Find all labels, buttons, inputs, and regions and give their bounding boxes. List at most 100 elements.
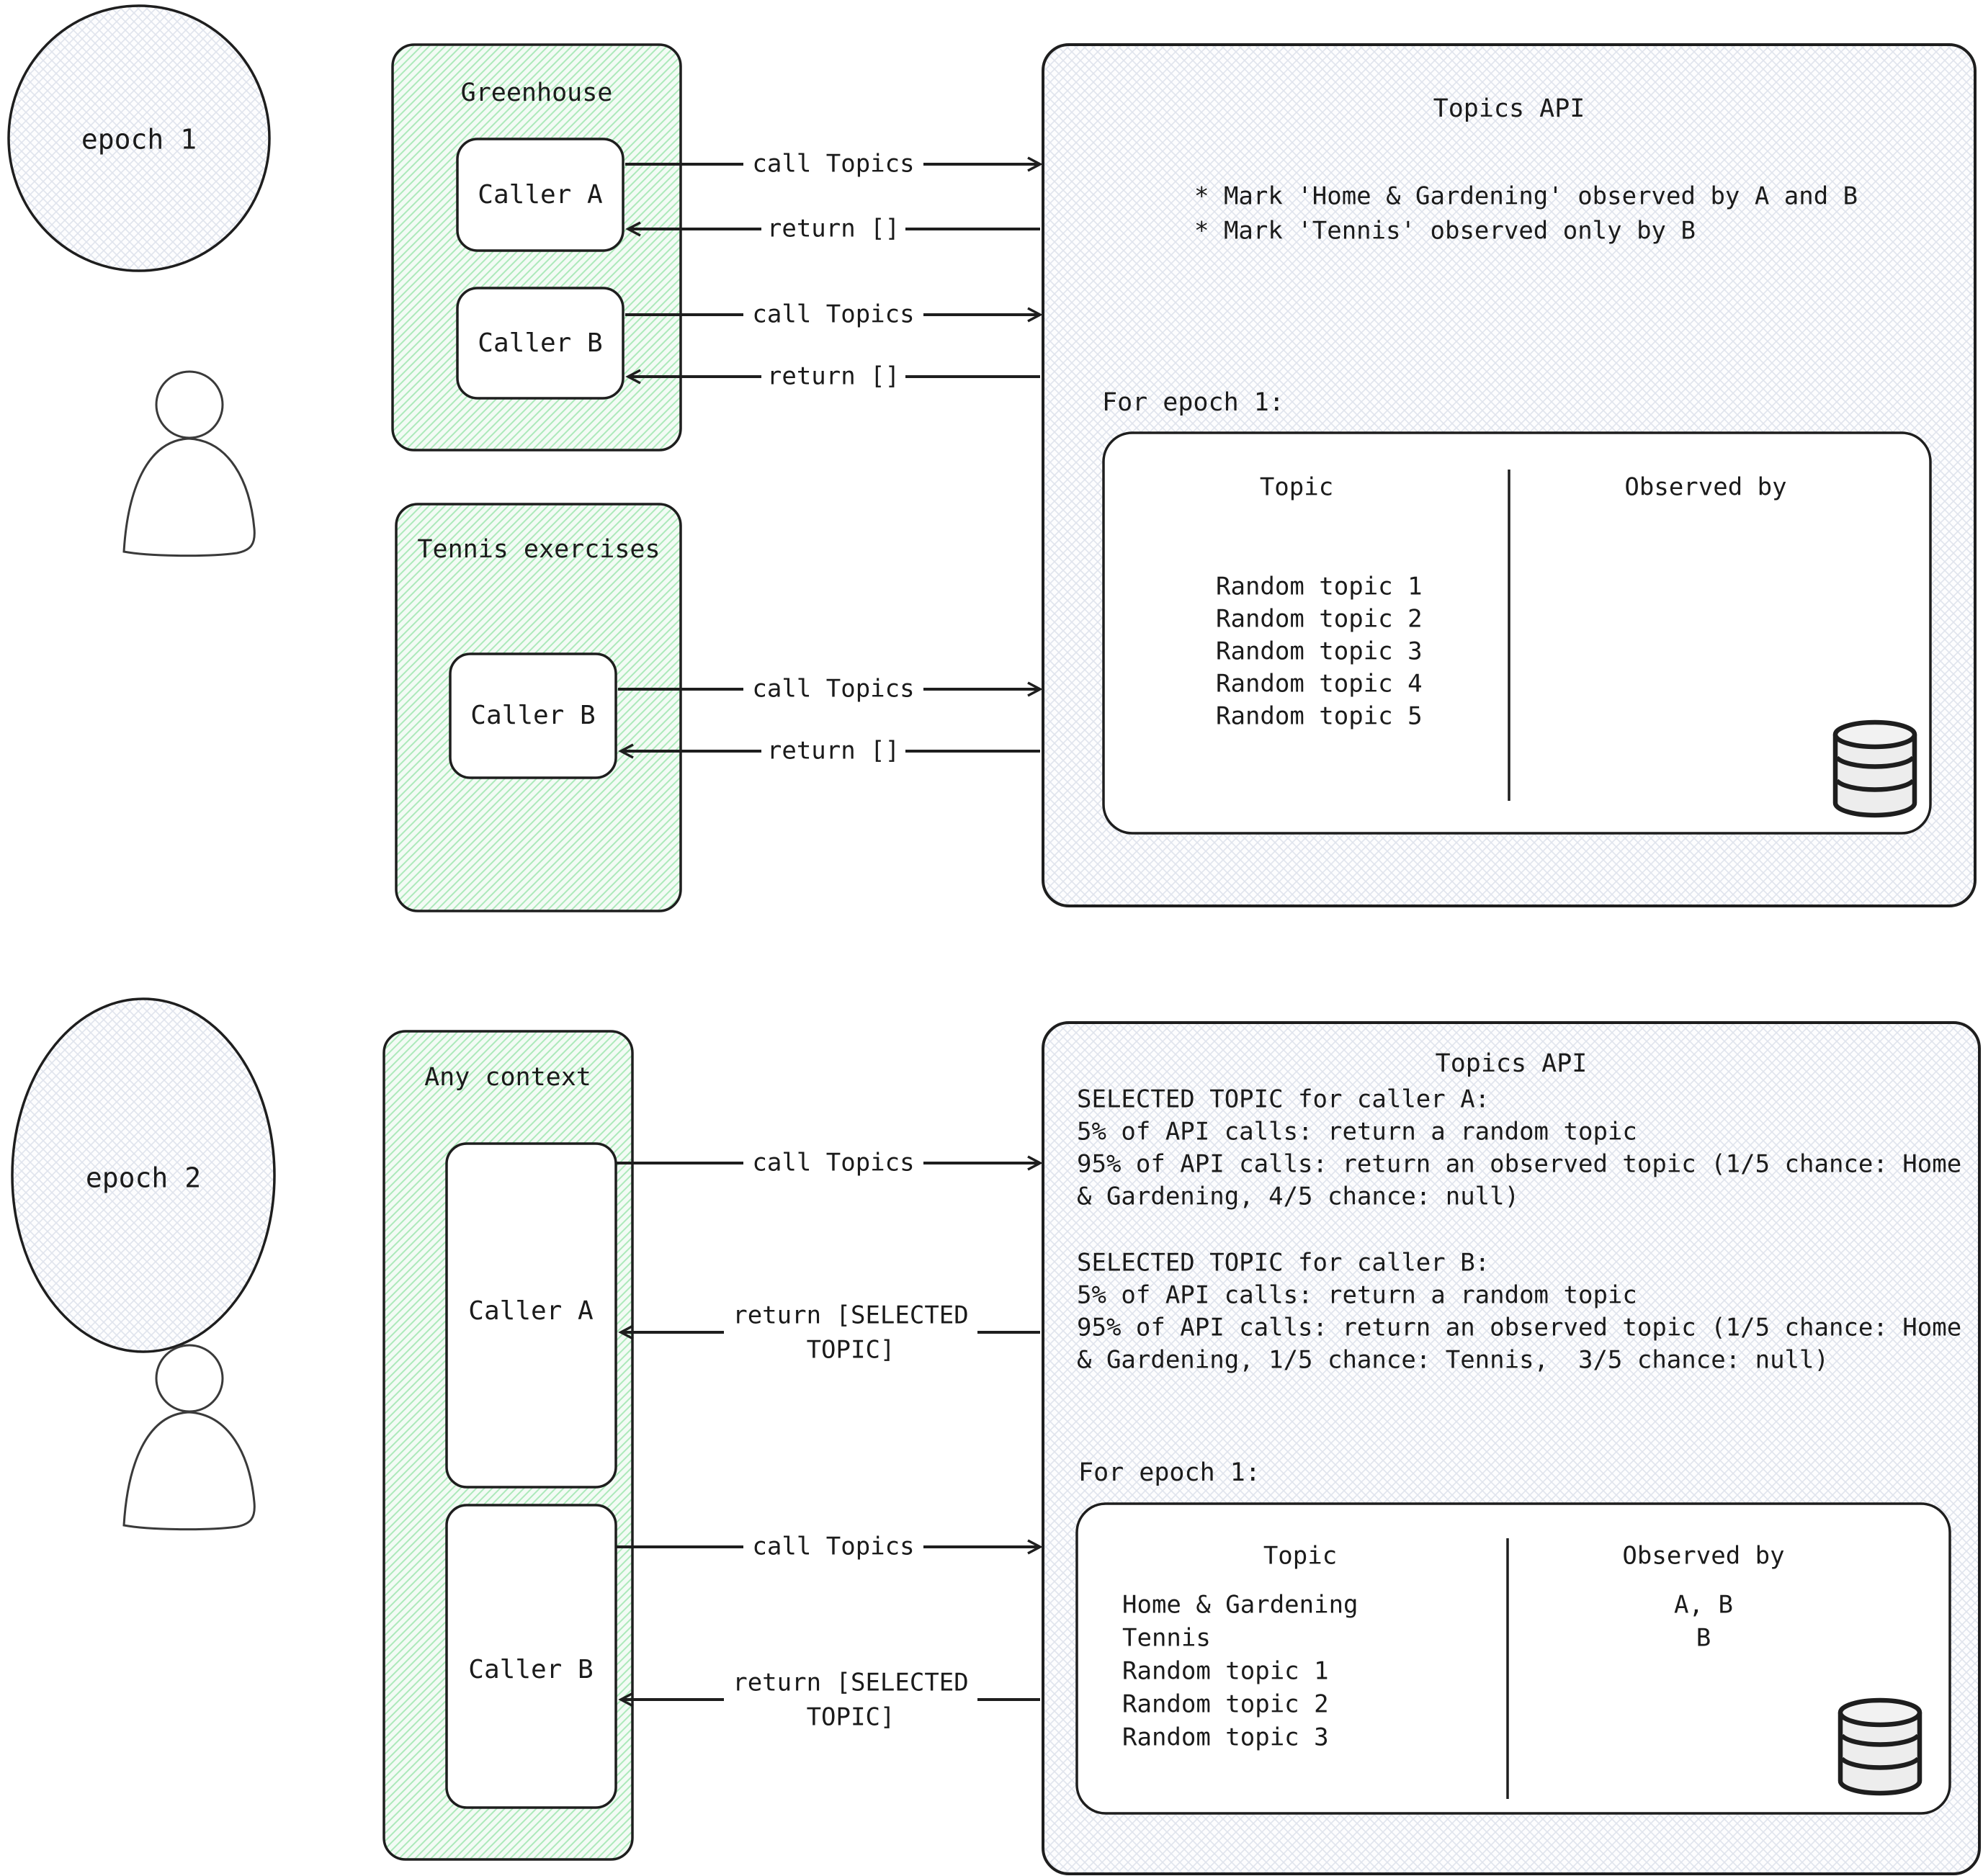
arrow-label: call Topics — [752, 675, 914, 704]
table-row: Random topic 5 — [1216, 702, 1423, 731]
arrow-label-bg — [724, 1664, 977, 1736]
selection-rule: SELECTED TOPIC for caller A: — [1077, 1085, 1490, 1114]
table-row: Random topic 1 — [1216, 573, 1423, 601]
epoch1-label: epoch 1 — [81, 124, 197, 156]
any-context-title: Any context — [424, 1063, 591, 1092]
selection-rule: SELECTED TOPIC for caller B: — [1077, 1249, 1490, 1278]
selection-rule: & Gardening, 1/5 chance: Tennis, 3/5 cha… — [1077, 1346, 1829, 1375]
caller-b-box — [456, 287, 625, 400]
arrow-caller-b-return: return [SELECTED TOPIC] — [618, 1664, 1040, 1736]
arrow-label-bg — [743, 1146, 923, 1178]
selection-rule: 95% of API calls: return an observed top… — [1077, 1150, 1961, 1179]
arrow-tennis-call: call Topics — [618, 673, 1043, 704]
arrow-label-bg — [761, 360, 905, 392]
topics-api-title: Topics API — [1436, 1049, 1588, 1078]
arrow-caller-b-call: call Topics — [616, 1530, 1043, 1562]
table-row: Tennis — [1122, 1624, 1211, 1653]
person-head — [155, 1344, 224, 1413]
table-cell-observed: A, B — [1674, 1591, 1733, 1620]
api-note-1: * Mark 'Home & Gardening' observed by A … — [1194, 182, 1858, 211]
arrow-label: call Topics — [752, 300, 914, 329]
epoch-caption: For epoch 1: — [1102, 388, 1284, 417]
arrow-label-line1: return [SELECTED — [733, 1301, 969, 1330]
caller-b-label: Caller B — [468, 1655, 593, 1684]
caller-a-box — [445, 1142, 617, 1489]
arrow-caller-a-return: return [SELECTED TOPIC] — [618, 1297, 1040, 1369]
arrow-caller-a-call: call Topics — [616, 1146, 1043, 1178]
arrow-caller-b-return: return [] — [625, 360, 1040, 392]
table-row: Random topic 3 — [1122, 1723, 1329, 1752]
table-cell-observed: B — [1696, 1624, 1711, 1653]
database-ring-2 — [1840, 1756, 1920, 1770]
tennis-context: Tennis exercises Caller B — [395, 503, 682, 912]
database-ring-1 — [1835, 755, 1915, 769]
arrow-label-bg — [761, 212, 905, 244]
database-ring-2 — [1835, 778, 1915, 792]
arrow-tennis-return: return [] — [618, 735, 1040, 766]
selection-rule: 5% of API calls: return a random topic — [1077, 1118, 1637, 1146]
arrow-label: call Topics — [752, 1532, 914, 1561]
epoch-caption: For epoch 1: — [1078, 1458, 1261, 1487]
table-row: Random topic 4 — [1216, 670, 1423, 699]
arrow-label: call Topics — [752, 150, 914, 179]
topics-table-epoch2: Topic Observed by Home & Gardening Tenni… — [1075, 1502, 1951, 1815]
topics-api-title: Topics API — [1433, 94, 1585, 123]
topics-api-epoch2: Topics API SELECTED TOPIC for caller A: … — [1042, 1021, 1981, 1875]
caller-a-label: Caller A — [478, 180, 603, 210]
person-body — [122, 437, 256, 557]
arrow-label-bg — [743, 298, 923, 330]
column-header-topic: Topic — [1260, 473, 1333, 502]
any-context: Any context Caller A Caller B — [382, 1030, 634, 1861]
database-ring-1 — [1840, 1733, 1920, 1747]
caller-a-label: Caller A — [468, 1296, 594, 1326]
table-row: Random topic 3 — [1216, 637, 1423, 666]
epoch2-section: epoch 2 Any context Caller A Caller B ca… — [11, 997, 1981, 1875]
tennis-caller-b-box — [449, 652, 617, 779]
arrow-caller-b-call: call Topics — [625, 298, 1043, 330]
arrow-caller-a-return: return [] — [625, 212, 1040, 244]
tennis-caller-b-label: Caller B — [470, 701, 595, 730]
table-row: Home & Gardening — [1122, 1591, 1358, 1620]
arrow-label-bg — [743, 673, 923, 704]
tennis-title: Tennis exercises — [417, 535, 660, 564]
person-icon — [122, 1344, 256, 1531]
arrow-label: return [] — [767, 362, 900, 391]
selection-rule: 5% of API calls: return a random topic — [1077, 1281, 1637, 1310]
epoch1-section: epoch 1 Greenhouse Caller A Caller B Ten… — [7, 4, 1977, 912]
epoch1-circle — [7, 4, 271, 272]
column-header-observed-by: Observed by — [1622, 1542, 1784, 1571]
arrow-label-bg — [724, 1297, 977, 1369]
arrow-label-bg — [761, 735, 905, 766]
person-icon — [122, 370, 256, 557]
caller-b-box — [445, 1504, 617, 1809]
database-body — [1837, 1713, 1922, 1796]
topics-table-epoch1: Topic Observed by Random topic 1 Random … — [1102, 431, 1932, 835]
selection-rule: & Gardening, 4/5 chance: null) — [1077, 1182, 1519, 1211]
column-header-observed-by: Observed by — [1624, 473, 1786, 502]
database-icon — [1837, 1697, 1922, 1796]
table-row: Random topic 2 — [1216, 605, 1423, 634]
api-note-2: * Mark 'Tennis' observed only by B — [1194, 217, 1696, 246]
arrow-label-line1: return [SELECTED — [733, 1669, 969, 1697]
epoch2-circle — [11, 997, 276, 1353]
database-icon — [1832, 719, 1917, 818]
arrow-caller-a-call: call Topics — [625, 148, 1043, 179]
selection-rule: 95% of API calls: return an observed top… — [1077, 1314, 1961, 1342]
table-row: Random topic 2 — [1122, 1690, 1329, 1719]
person-body — [122, 1411, 256, 1531]
topics-api-epoch1: Topics API * Mark 'Home & Gardening' obs… — [1042, 43, 1977, 907]
arrow-label: return [] — [767, 737, 900, 766]
arrow-label: call Topics — [752, 1149, 914, 1177]
arrow-label-bg — [743, 148, 923, 179]
person-head — [155, 370, 224, 439]
table-box — [1102, 431, 1932, 835]
greenhouse-title: Greenhouse — [461, 78, 613, 107]
database-top — [1837, 1697, 1922, 1728]
arrow-label: return [] — [767, 215, 900, 243]
arrow-label-line2: TOPIC] — [807, 1336, 895, 1365]
table-box — [1075, 1502, 1951, 1815]
epoch2-label: epoch 2 — [86, 1162, 201, 1194]
table-row: Random topic 1 — [1122, 1657, 1329, 1686]
database-body — [1832, 735, 1917, 818]
